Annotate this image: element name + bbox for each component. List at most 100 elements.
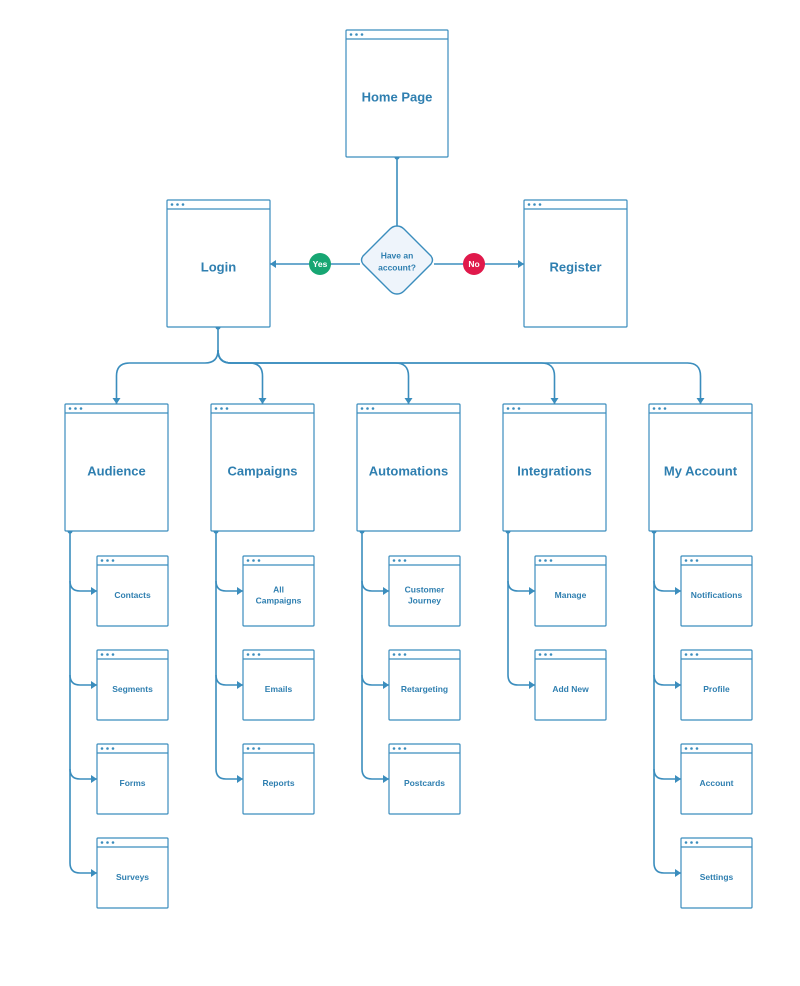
child-node-settings: Settings (680, 837, 753, 909)
window-dot-icon (392, 653, 396, 656)
login-node: Login (166, 199, 271, 328)
window-dot-icon (257, 559, 261, 562)
child-branch-connector (215, 768, 243, 780)
arrow-right-icon (383, 681, 389, 689)
window-dot-icon (106, 841, 109, 844)
child-node-postcards-frame (388, 743, 461, 815)
child-node-all-campaigns-label: All (273, 584, 284, 594)
window-dot-icon (74, 407, 77, 410)
child-node-surveys-label: Surveys (116, 872, 149, 882)
child-node-settings-frame (680, 837, 753, 909)
child-node-emails-label: Emails (265, 684, 293, 694)
window-dot-icon (398, 559, 401, 562)
child-node-contacts: Contacts (96, 555, 169, 627)
window-dot-icon (684, 841, 688, 844)
child-node-postcards-label: Postcards (404, 778, 445, 788)
yes-badge-circle (309, 253, 331, 275)
child-node-emails: Emails (242, 649, 315, 721)
register-node-label: Register (549, 259, 601, 274)
window-dot-icon (684, 559, 688, 562)
window-dot-icon (398, 747, 401, 750)
child-branch-connector (69, 674, 97, 686)
child-node-customer-journey-frame (388, 555, 461, 627)
child-branch-connector (653, 768, 681, 780)
child-node-customer-journey-label: Journey (408, 595, 441, 605)
window-dot-icon (517, 407, 521, 410)
arrow-down-icon (550, 398, 559, 404)
child-node-all-campaigns-label: Campaigns (256, 595, 302, 605)
register-node: Register (523, 199, 628, 328)
child-branch-connector (507, 674, 535, 686)
login-node-label: Login (201, 259, 236, 274)
window-dot-icon (111, 653, 115, 656)
window-dot-icon (252, 747, 255, 750)
window-dot-icon (257, 653, 261, 656)
child-branch-connector (653, 674, 681, 686)
child-node-reports-frame (242, 743, 315, 815)
arrow-right-icon (91, 681, 97, 689)
child-node-segments: Segments (96, 649, 169, 721)
child-node-segments-frame (96, 649, 169, 721)
child-node-add-new-frame (534, 649, 607, 721)
window-dot-icon (506, 407, 510, 410)
arrow-right-icon (529, 587, 535, 595)
arrow-right-icon (383, 775, 389, 783)
window-dot-icon (246, 653, 250, 656)
window-dot-icon (360, 33, 364, 36)
window-dot-icon (695, 747, 699, 750)
window-dot-icon (695, 653, 699, 656)
window-dot-icon (246, 747, 250, 750)
window-dot-icon (690, 559, 693, 562)
section-node-audience-label: Audience (87, 463, 146, 478)
decision-label: Have an (381, 250, 414, 260)
section-node-my-account: My Account (648, 403, 753, 532)
child-node-retargeting-frame (388, 649, 461, 721)
no-badge-label: No (468, 259, 479, 269)
child-branch-connector (215, 580, 243, 592)
window-dot-icon (695, 559, 699, 562)
window-dot-icon (538, 653, 542, 656)
window-dot-icon (403, 747, 407, 750)
window-dot-icon (549, 559, 553, 562)
window-dot-icon (111, 841, 115, 844)
window-dot-icon (252, 559, 255, 562)
window-dot-icon (527, 203, 531, 206)
child-branch-connector (653, 580, 681, 592)
window-dot-icon (403, 559, 407, 562)
window-dot-icon (371, 407, 375, 410)
yes-badge: Yes (309, 253, 331, 275)
child-node-notifications-label: Notifications (691, 590, 743, 600)
arrow-right-icon (91, 869, 97, 877)
child-node-segments-label: Segments (112, 684, 153, 694)
window-dot-icon (170, 203, 174, 206)
child-node-forms: Forms (96, 743, 169, 815)
home-page-node-label: Home Page (362, 89, 433, 104)
child-branch-connector (507, 580, 535, 592)
window-dot-icon (181, 203, 185, 206)
window-dot-icon (355, 33, 358, 36)
child-node-manage-label: Manage (555, 590, 587, 600)
arrow-right-icon (237, 775, 243, 783)
window-dot-icon (538, 559, 542, 562)
child-node-add-new: Add New (534, 649, 607, 721)
register-node-frame (523, 199, 628, 328)
section-node-integrations-frame (502, 403, 607, 532)
child-node-surveys-frame (96, 837, 169, 909)
arrow-left-icon (270, 260, 276, 268)
section-node-integrations-label: Integrations (517, 463, 591, 478)
section-branch-connector (217, 349, 264, 404)
child-branch-connector (215, 674, 243, 686)
section-node-campaigns-frame (210, 403, 315, 532)
arrow-right-icon (675, 775, 681, 783)
child-node-account-label: Account (700, 778, 734, 788)
section-node-campaigns: Campaigns (210, 403, 315, 532)
arrow-right-icon (91, 775, 97, 783)
section-node-my-account-frame (648, 403, 753, 532)
child-branch-connector (361, 580, 389, 592)
window-dot-icon (512, 407, 515, 410)
child-node-customer-journey-label: Customer (405, 584, 445, 594)
window-dot-icon (398, 653, 401, 656)
window-dot-icon (392, 559, 396, 562)
